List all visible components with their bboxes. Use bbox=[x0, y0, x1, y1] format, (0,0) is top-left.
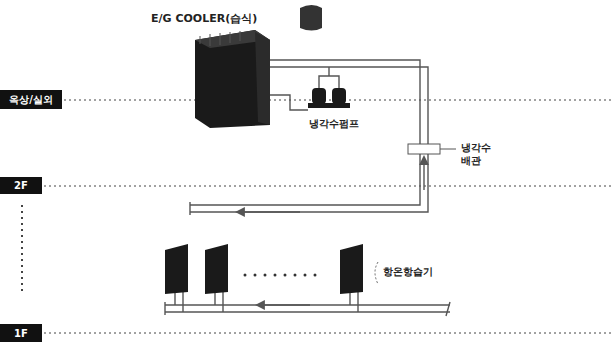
pipe-label: 냉각수 배관 bbox=[460, 142, 502, 167]
pump-symbol bbox=[308, 88, 350, 108]
floor-name: 1F bbox=[14, 328, 28, 339]
pump-label: 냉각수펌프 bbox=[308, 118, 360, 131]
ellipsis-dots bbox=[244, 274, 317, 277]
floor-name: 2F bbox=[14, 180, 28, 191]
cooling-pipe bbox=[165, 60, 450, 316]
floor-tag: 1F bbox=[0, 324, 42, 342]
leader-line bbox=[440, 149, 456, 150]
floor-tag: 옥상/실외 bbox=[0, 90, 62, 109]
engine-cooler bbox=[195, 30, 270, 128]
cooler-label: E/G COOLER(습식) bbox=[150, 12, 258, 26]
floor-line bbox=[22, 100, 612, 333]
floor-tag: 2F bbox=[0, 177, 42, 194]
floor-name: 옥상/실외 bbox=[9, 93, 53, 107]
control-unit bbox=[300, 5, 322, 31]
pipe-sleeve bbox=[408, 144, 440, 154]
thermo-hygrostat-unit bbox=[165, 244, 363, 294]
unit-label: 항온항습기 bbox=[382, 266, 434, 279]
leader-bracket bbox=[375, 262, 378, 284]
